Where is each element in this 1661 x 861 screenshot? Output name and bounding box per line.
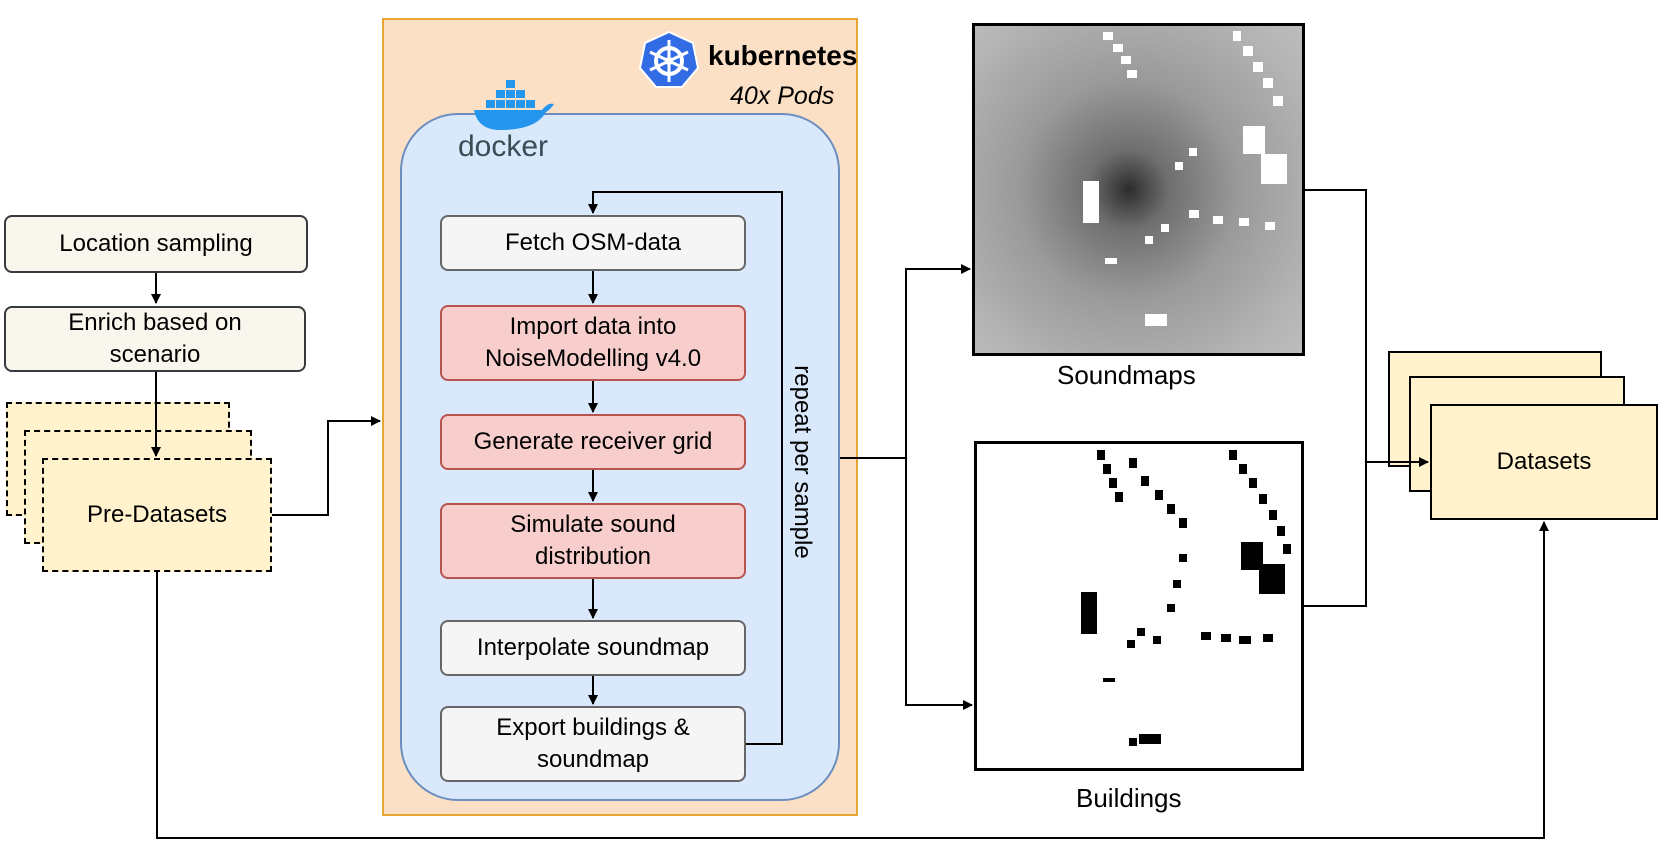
step-generate-receiver-grid: Generate receiver grid [440,414,746,470]
step-simulate-sound: Simulate sound distribution [440,503,746,579]
soundmaps-label: Soundmaps [1057,360,1196,390]
step-interpolate-soundmap: Interpolate soundmap [440,620,746,676]
step-export-buildings-soundmap: Export buildings & soundmap [440,706,746,782]
datasets-box: Datasets [1430,404,1658,520]
kubernetes-logo-text: kubernetes [708,40,858,71]
pods-count: 40x Pods [730,82,835,110]
enrich-scenario-box: Enrich based on scenario [4,306,306,372]
pre-datasets-box: Pre-Datasets [42,458,272,572]
buildings-image [974,441,1304,771]
step-import-noisemodelling: Import data into NoiseModelling v4.0 [440,305,746,381]
soundmap-image [972,23,1305,356]
docker-logo-text: docker [458,130,549,163]
step-fetch-osm: Fetch OSM-data [440,215,746,271]
location-sampling-box: Location sampling [4,215,308,273]
buildings-label: Buildings [1076,783,1182,813]
docker-icon [474,80,554,130]
kubernetes-icon [638,30,700,88]
